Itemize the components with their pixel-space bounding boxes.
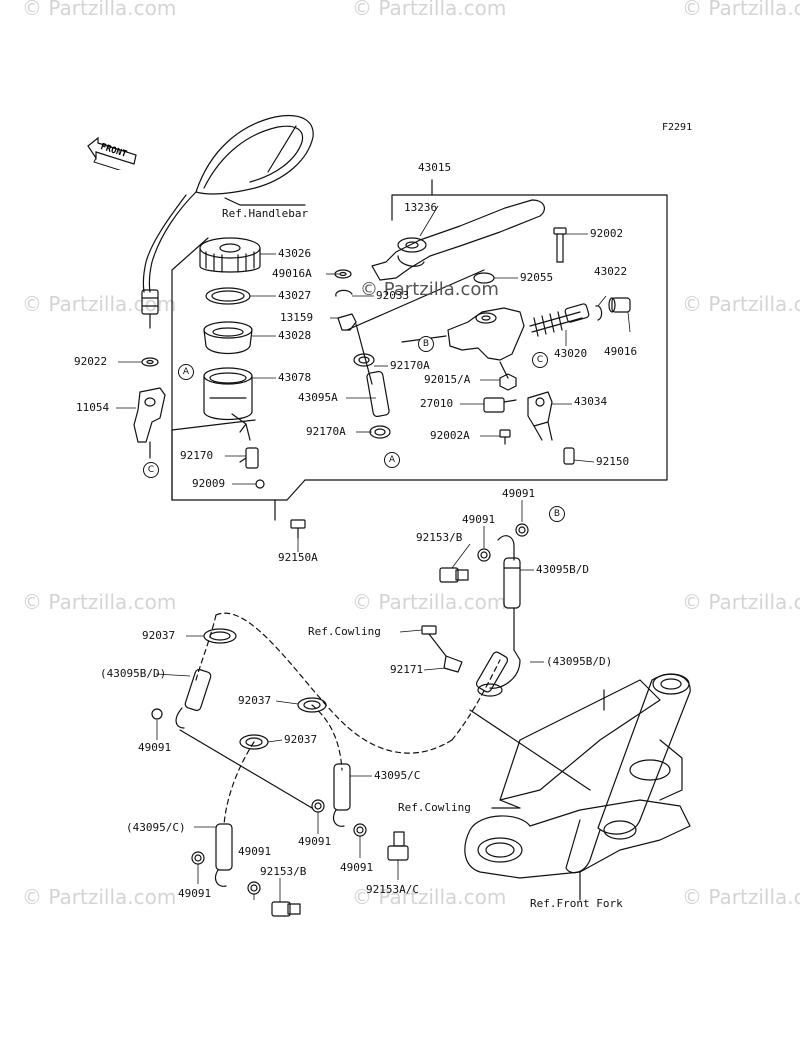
watermark: © Partzilla.com (22, 885, 177, 909)
part-label: (43095/C) (126, 821, 186, 834)
part-label: 13236 (404, 201, 438, 214)
part-label: 49016 (604, 345, 638, 358)
watermark: © Partzilla.com (682, 292, 800, 316)
callout-a: A (178, 364, 194, 380)
part-label: 43026 (278, 247, 312, 260)
part-label: 92170A (306, 425, 346, 438)
part-label: 27010 (420, 397, 454, 410)
part-label: Ref.Front Fork (530, 897, 623, 910)
part-label: 43095/C (374, 769, 421, 782)
part-label: 92037 (238, 694, 272, 707)
part-label: 92055 (520, 271, 554, 284)
callout-b: B (549, 506, 565, 522)
part-label: 43095B/D (536, 563, 589, 576)
part-label: 92153/B (260, 865, 307, 878)
part-label: 92170 (180, 449, 214, 462)
part-label: 92150 (596, 455, 630, 468)
watermark: © Partzilla.com (352, 0, 507, 20)
part-label: (43095B/D) (100, 667, 167, 680)
part-label: 92171 (390, 663, 424, 676)
part-label: 43034 (574, 395, 608, 408)
assembly-outline (171, 194, 668, 501)
part-label: 92015/A (424, 373, 471, 386)
part-label: Ref.Cowling (308, 625, 381, 638)
brake-lever (371, 199, 546, 281)
watermark: © Partzilla.com (352, 885, 507, 909)
part-label: Ref.Handlebar (222, 207, 309, 220)
part-label: 43027 (278, 289, 312, 302)
part-label: 43015 (418, 161, 452, 174)
part-label: 92002 (590, 227, 624, 240)
part-label: 92022 (74, 355, 108, 368)
callout-b: B (418, 336, 434, 352)
part-label: (43095B/D) (546, 655, 613, 668)
part-label: 92009 (192, 477, 226, 490)
part-label: 92037 (284, 733, 318, 746)
part-label: 92150A (278, 551, 318, 564)
part-label: 49091 (138, 741, 172, 754)
part-label: 43020 (554, 347, 588, 360)
front-fork-drawing (464, 673, 691, 901)
part-label: 92037 (142, 629, 176, 642)
part-label: 43078 (278, 371, 312, 384)
callout-a: A (384, 452, 400, 468)
part-label: 49091 (238, 845, 272, 858)
part-label: 49091 (502, 487, 536, 500)
watermark: © Partzilla.com (682, 0, 800, 20)
figure-id: F2291 (662, 122, 693, 133)
watermark: © Partzilla.com (22, 292, 177, 316)
center-watermark: © Partzilla.com (360, 279, 499, 300)
part-label: 49091 (340, 861, 374, 874)
front-direction-arrow: FRONT (86, 136, 140, 175)
callout-c: C (532, 352, 548, 368)
watermark: © Partzilla.com (22, 590, 177, 614)
watermark: © Partzilla.com (682, 590, 800, 614)
part-label: 92033 (376, 289, 410, 302)
part-label: 11054 (76, 401, 110, 414)
mirror-drawing (141, 115, 314, 329)
part-label: 92170A (390, 359, 430, 372)
watermark: © Partzilla.com (352, 590, 507, 614)
part-label: 92153/B (416, 531, 463, 544)
part-label: 49091 (178, 887, 212, 900)
watermark: © Partzilla.com (682, 885, 800, 909)
part-label: 49091 (462, 513, 496, 526)
watermark: © Partzilla.com (22, 0, 177, 20)
part-label: 92002A (430, 429, 470, 442)
part-label: 49091 (298, 835, 332, 848)
callout-c: C (143, 462, 159, 478)
part-label: 43028 (278, 329, 312, 342)
part-label: 92153A/C (366, 883, 419, 896)
part-label: Ref.Cowling (398, 801, 471, 814)
part-label: 49016A (272, 267, 312, 280)
master-cylinder (447, 307, 525, 361)
part-label: 13159 (280, 311, 314, 324)
part-label: 43022 (594, 265, 628, 278)
part-label: 43095A (298, 391, 338, 404)
